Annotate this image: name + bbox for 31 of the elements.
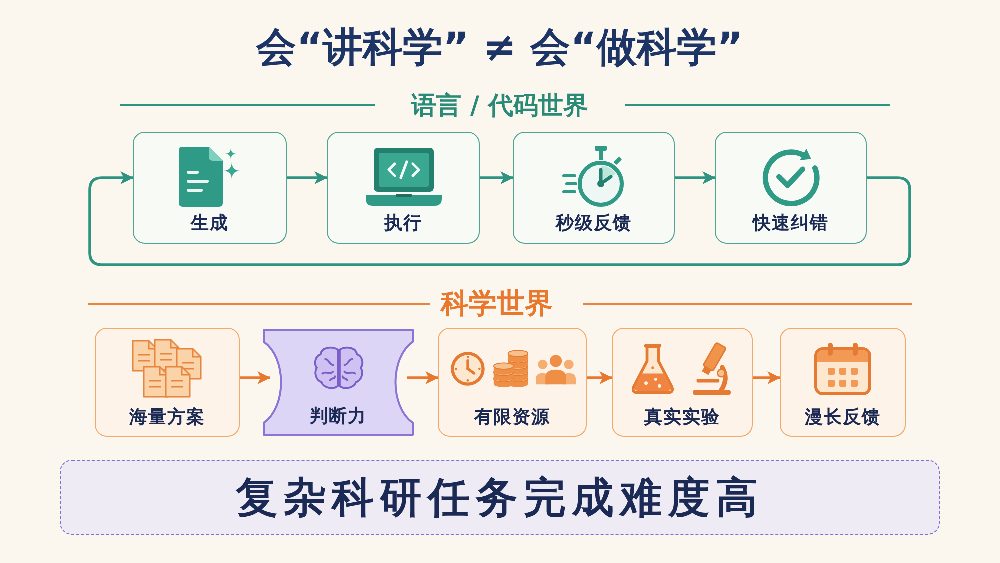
step-label: 执行 [384,213,422,234]
step-label: 判断力 [310,406,367,427]
title: 会“讲科学” ≠ 会“做科学” [256,25,744,71]
step-label: 秒级反馈 [556,213,632,234]
banner-text: 复杂科研任务完成难度高 [236,473,764,522]
loop-arrow [88,172,912,266]
banner [60,460,940,535]
step-card [715,132,867,244]
arrow [753,372,781,384]
arrow [480,172,514,184]
step-label: 真实实验 [644,407,720,428]
step-label: 生成 [191,213,229,234]
step-card [612,328,753,437]
arrow [287,172,328,184]
arrow [675,172,716,184]
step-label: 海量方案 [130,407,206,428]
step-card [327,132,480,244]
concave-card [262,328,415,437]
step-label: 快速纠错 [753,213,829,234]
arrow [407,372,439,384]
section-heading: 科学世界 [441,287,553,320]
arrow [587,372,613,384]
step-card [513,132,675,244]
step-label: 有限资源 [474,407,550,428]
step-card [438,328,587,437]
step-card [95,328,240,437]
step-card [133,132,287,244]
step-label: 漫长反馈 [805,407,881,428]
section-heading: 语言 / 代码世界 [412,90,588,120]
step-card [780,328,906,437]
arrow [240,372,271,384]
